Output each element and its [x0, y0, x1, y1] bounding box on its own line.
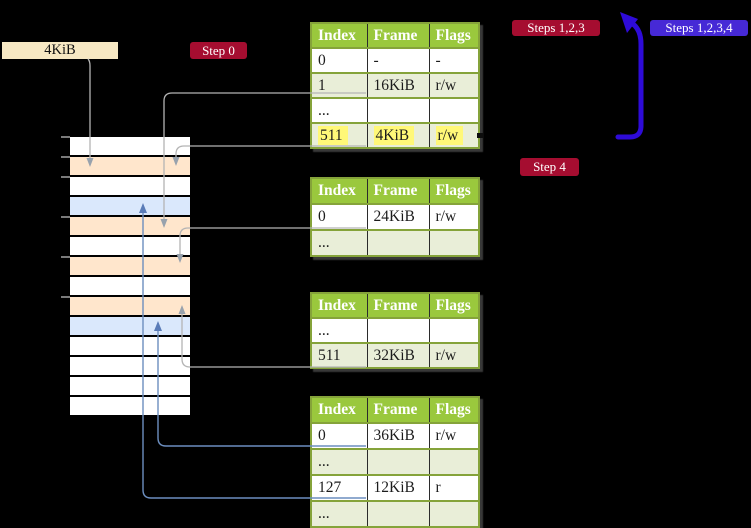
- table-cell: -: [367, 48, 430, 74]
- page-size-label: 4KiB: [2, 42, 118, 59]
- column-header: Frame: [367, 23, 430, 49]
- memory-row-48kib: [70, 377, 190, 397]
- table-cell: 32KiB: [367, 343, 430, 368]
- memory-row-8kib: [70, 177, 190, 197]
- table-cell: 0: [311, 48, 368, 74]
- table-cell: 24KiB: [367, 204, 430, 231]
- table-row: ...: [311, 98, 479, 124]
- memory-row-12kib: [70, 197, 190, 217]
- table-cell: ...: [311, 449, 368, 476]
- table-cell: 0: [311, 204, 368, 231]
- memory-row-0kib: [70, 137, 190, 157]
- column-header: Frame: [367, 397, 430, 424]
- table-cell: ...: [311, 318, 368, 344]
- memory-row-24kib: [70, 257, 190, 277]
- step4-badge: Step 4: [520, 158, 579, 176]
- table-row: 0--: [311, 48, 479, 74]
- column-header: Index: [311, 397, 368, 424]
- highlighted-value: 4KiB: [373, 125, 415, 145]
- table-cell: r/w: [429, 343, 479, 368]
- table-cell: 0: [311, 423, 368, 450]
- table-cell: 511: [311, 343, 368, 368]
- table-row: ...: [311, 318, 479, 344]
- memory-row-44kib: [70, 357, 190, 377]
- memory-row-16kib: [70, 217, 190, 237]
- column-header: Flags: [429, 178, 479, 205]
- table-cell: 511: [311, 123, 368, 148]
- physical-memory-strip: [70, 137, 190, 417]
- column-header: Flags: [429, 23, 479, 49]
- table-cell: r/w: [429, 423, 479, 450]
- table-cell: [367, 230, 430, 256]
- loop-arrow: [615, 19, 644, 140]
- table-cell: [367, 98, 430, 124]
- table-cell: ...: [311, 230, 368, 256]
- steps123-badge: Steps 1,2,3: [512, 20, 600, 36]
- column-header: Index: [311, 293, 368, 319]
- table-cell: [367, 318, 430, 344]
- memory-row-40kib: [70, 337, 190, 357]
- highlighted-value: 511: [318, 125, 348, 145]
- table-cell: 12KiB: [367, 475, 430, 502]
- column-header: Flags: [429, 293, 479, 319]
- table-cell: r/w: [429, 73, 479, 99]
- table-cell: [429, 98, 479, 124]
- steps1234-badge: Steps 1,2,3,4: [650, 20, 748, 36]
- step0-badge: Step 0: [190, 42, 247, 59]
- table-cell: [367, 501, 430, 527]
- table-cell: -: [429, 48, 479, 74]
- table-row: ...: [311, 230, 479, 256]
- table-cell: r/w: [429, 204, 479, 231]
- loop-arrow-head: [620, 12, 638, 33]
- memory-row-32kib: [70, 297, 190, 317]
- memory-row-4kib: [70, 157, 190, 177]
- column-header: Index: [311, 23, 368, 49]
- table-cell: [429, 501, 479, 527]
- column-header: Flags: [429, 397, 479, 424]
- column-header: Frame: [367, 178, 430, 205]
- table-cell: ...: [311, 98, 368, 124]
- memory-row-28kib: [70, 277, 190, 297]
- table-cell: [429, 230, 479, 256]
- table-row: ...: [311, 449, 479, 476]
- highlighted-value: r/w: [435, 125, 464, 145]
- table-cell: ...: [311, 501, 368, 527]
- memory-tick-marks: [61, 136, 70, 298]
- memory-row-36kib: [70, 317, 190, 337]
- table-row: 511 4KiB r/w: [311, 123, 479, 148]
- column-header: Index: [311, 178, 368, 205]
- table-cell: r: [429, 475, 479, 502]
- memory-row-52kib: [70, 397, 190, 417]
- table-cell: [429, 449, 479, 476]
- column-header: Frame: [367, 293, 430, 319]
- table-cell: 4KiB: [367, 123, 430, 148]
- table-cell: 36KiB: [367, 423, 430, 450]
- table-cell: r/w: [429, 123, 479, 148]
- table-cell: 16KiB: [367, 73, 430, 99]
- table-row: ...: [311, 501, 479, 527]
- table-cell: 1: [311, 73, 368, 99]
- memory-row-20kib: [70, 237, 190, 257]
- table-cell: [367, 449, 430, 476]
- table-cell: [429, 318, 479, 344]
- table-cell: 127: [311, 475, 368, 502]
